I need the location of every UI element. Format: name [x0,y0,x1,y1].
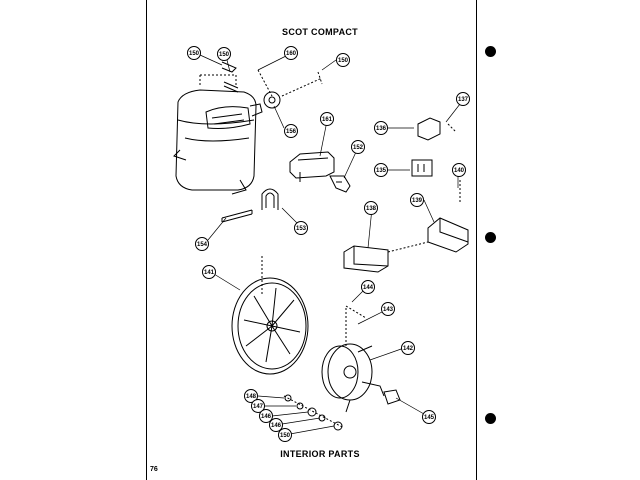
bracket-small-drawing [383,389,401,405]
callout-bubble: 143 [381,302,395,316]
callout-number: 145 [424,415,435,421]
relay-body-drawing [411,159,433,177]
callout-bubble: 140 [452,163,466,177]
bracket-drawing [289,151,335,182]
callout-number: 150 [189,51,200,57]
capacitor-drawing [343,245,389,273]
callout-bubble: 139 [410,193,424,207]
strip-drawing [221,209,253,223]
callout-bubble: 150 [278,428,292,442]
callout-number: 135 [376,168,387,174]
callout-number: 138 [366,206,377,212]
callout-number: 140 [454,168,465,174]
page-number: 76 [150,466,158,473]
compressor [173,74,263,195]
callout-bubble: 146 [269,418,283,432]
assembly-axis-line [283,395,345,429]
callout-number: 136 [376,126,387,132]
fan-motor [321,343,385,413]
grommet-drawing [263,91,281,109]
callout-number: 150 [338,58,349,64]
rod-drawing [223,81,239,93]
fan-blade [231,277,309,375]
callout-bubble: 138 [364,201,378,215]
binder-hole [485,232,496,243]
callout-number: 153 [296,226,307,232]
callout-number: 143 [383,307,394,313]
leader-lines [199,54,461,435]
callout-number: 141 [204,270,215,276]
callout-bubble: 137 [456,92,470,106]
left-border [146,0,147,480]
callout-number: 137 [458,97,469,103]
clip-drawing [329,175,351,193]
callout-number: 146 [271,423,282,429]
callout-bubble: 152 [351,140,365,154]
callout-number: 156 [286,129,297,135]
callout-number: 144 [363,285,374,291]
callout-bubble: 136 [374,121,388,135]
callout-bubble: 153 [294,221,308,235]
right-border [476,0,477,480]
callout-bubble: 142 [401,341,415,355]
callout-number: 150 [280,433,291,439]
screw-drawing [447,123,461,204]
wire-line [387,241,429,253]
callout-bubble: 150 [187,46,201,60]
u-grommet-drawing [261,188,279,210]
callout-number: 139 [412,198,423,204]
grommet-center-drawing [268,96,276,104]
section-caption: INTERIOR PARTS [280,449,360,459]
callout-bubble: 147 [251,399,265,413]
callout-bubble: 141 [202,265,216,279]
callout-number: 147 [253,404,264,410]
callout-bubble: 148 [244,389,258,403]
callout-bubble: 150 [336,53,350,67]
callout-number: 146 [261,414,272,420]
callout-bubble: 156 [284,124,298,138]
control-box-drawing [427,217,469,253]
spring-clip-drawing [221,61,237,73]
binder-hole [485,46,496,57]
callout-bubble: 150 [217,47,231,61]
screw-line [345,305,367,348]
binder-hole [485,413,496,424]
callout-bubble: 135 [374,163,388,177]
screw-line [281,71,323,97]
callout-number: 154 [197,242,208,248]
callout-bubble: 146 [259,409,273,423]
callout-number: 160 [286,51,297,57]
callout-bubble: 160 [284,46,298,60]
callout-number: 161 [322,117,333,123]
callout-bubble: 145 [422,410,436,424]
callout-bubble: 154 [195,237,209,251]
page-title: SCOT COMPACT [282,27,358,37]
callout-bubble: 144 [361,280,375,294]
callout-number: 148 [246,394,257,400]
callout-group: 150 150 160 150 156 161 152 150 153 154 … [187,46,470,442]
screw-line [257,69,273,97]
callout-number: 150 [219,52,230,58]
callout-bubble: 161 [320,112,334,126]
callout-number: 152 [353,145,364,151]
relay-drawing [417,117,441,141]
washer-drawing [284,394,292,402]
callout-number: 142 [403,346,414,352]
